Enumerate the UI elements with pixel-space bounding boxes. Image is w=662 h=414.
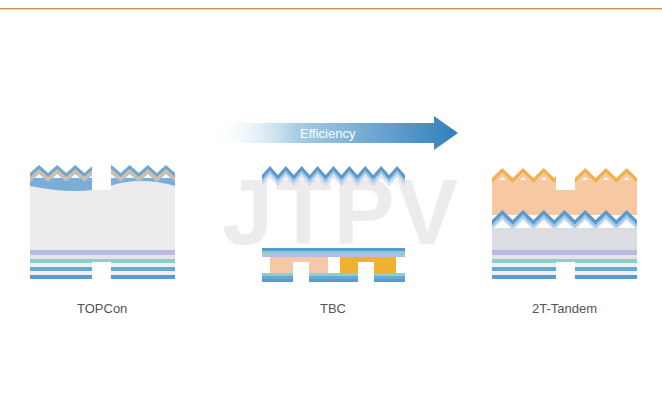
cell-panel: TOPCon xyxy=(20,152,185,322)
cell-panel: 2T-Tandem xyxy=(482,152,647,322)
arrow-label: Efficiency xyxy=(300,126,355,141)
watermark: JTPV xyxy=(222,160,460,265)
efficiency-arrow: Efficiency xyxy=(210,116,458,150)
cell-name: 2T-Tandem xyxy=(532,301,597,316)
cell-name: TOPCon xyxy=(77,301,127,316)
cell-name: TBC xyxy=(320,301,346,316)
top-rule xyxy=(0,8,662,10)
cell-panel: TBC xyxy=(250,152,415,322)
metal-contact xyxy=(92,160,575,290)
